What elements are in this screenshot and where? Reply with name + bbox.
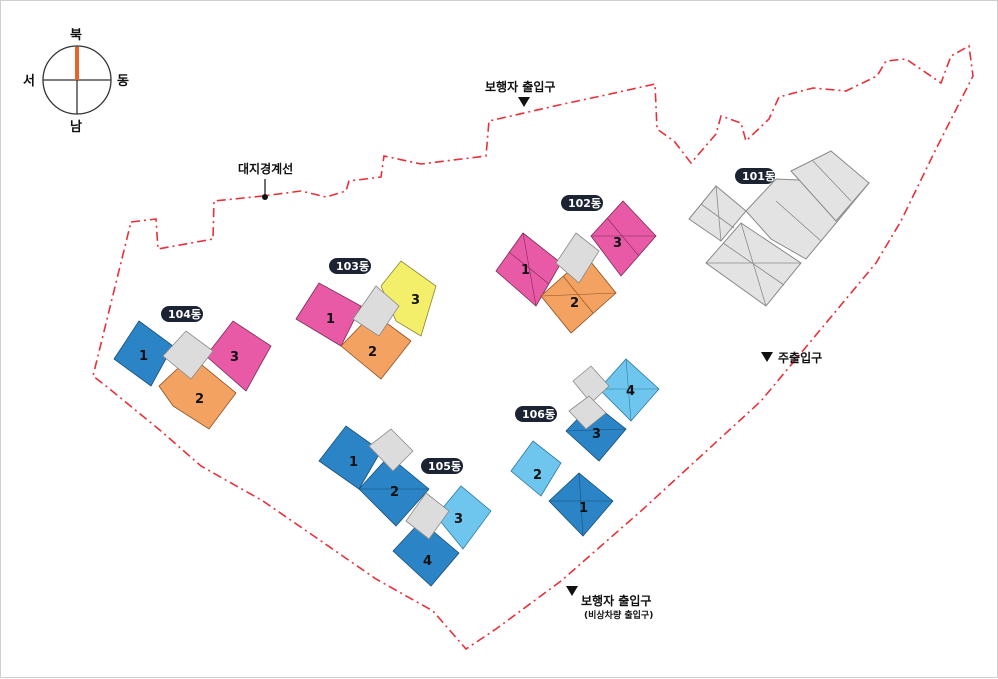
building-102: 1 2 3 102동 bbox=[495, 195, 657, 334]
building-103-unit-2: 2 bbox=[368, 345, 377, 360]
building-105: 1 2 3 4 105동 bbox=[318, 425, 492, 587]
building-103-unit-1: 1 bbox=[326, 312, 335, 327]
entrance-pedestrian-top-label: 보행자 출입구 bbox=[485, 79, 555, 94]
boundary-marker-dot bbox=[262, 194, 268, 200]
building-103-tag bbox=[329, 258, 371, 274]
core bbox=[352, 285, 400, 337]
building-106-unit-1: 1 bbox=[579, 501, 588, 516]
compass: 북 남 동 서 bbox=[23, 28, 129, 135]
entrance-pedestrian-bottom-sub: (비상차량 출입구) bbox=[584, 609, 653, 621]
building-104-unit-1: 1 bbox=[139, 349, 148, 364]
building-106-unit-3: 3 bbox=[592, 427, 601, 442]
building-104: 1 2 3 104동 bbox=[113, 306, 272, 430]
building-102-tag bbox=[561, 195, 603, 211]
building-106-unit-2: 2 bbox=[533, 468, 542, 483]
building-101-tag bbox=[735, 168, 775, 184]
core bbox=[568, 395, 607, 430]
core bbox=[572, 365, 610, 404]
core bbox=[405, 492, 450, 540]
building-104-unit-2: 2 bbox=[195, 392, 204, 407]
building-101: 101동 bbox=[688, 150, 871, 307]
building-105-unit-3: 3 bbox=[454, 512, 463, 527]
entrance-arrow-icon bbox=[518, 97, 530, 107]
core bbox=[368, 428, 414, 472]
building-106-unit-4: 4 bbox=[626, 384, 635, 399]
site-boundary bbox=[92, 44, 974, 651]
core bbox=[555, 232, 600, 284]
building-105-unit-2: 2 bbox=[390, 485, 399, 500]
entrance-arrow-icon bbox=[566, 586, 578, 596]
building-102-unit-1: 1 bbox=[521, 263, 530, 278]
building-104-tag-text: 104동 bbox=[168, 308, 201, 321]
building-104-unit-3: 3 bbox=[230, 350, 239, 365]
building-104-tag bbox=[161, 306, 203, 322]
entrance-pedestrian-top: 보행자 출입구 bbox=[485, 79, 555, 107]
building-105-unit-1: 1 bbox=[349, 455, 358, 470]
building-105-unit-4: 4 bbox=[423, 554, 432, 569]
boundary-label: 대지경계선 bbox=[238, 161, 293, 176]
entrance-main-label: 주출입구 bbox=[778, 350, 822, 365]
building-106-tag bbox=[515, 406, 557, 422]
building-105-tag bbox=[421, 458, 463, 474]
building-105-tag-text: 105동 bbox=[428, 460, 461, 473]
building-103-tag-text: 103동 bbox=[336, 260, 369, 273]
building-106: 2 1 3 4 106동 bbox=[510, 358, 660, 537]
building-106-tag-text: 106동 bbox=[522, 408, 555, 421]
boundary-label-group: 대지경계선 bbox=[238, 161, 293, 200]
building-102-unit-3: 3 bbox=[613, 236, 622, 251]
building-103: 1 2 3 103동 bbox=[295, 258, 437, 380]
entrance-main: 주출입구 bbox=[761, 350, 822, 365]
compass-north: 북 bbox=[70, 28, 82, 43]
building-102-tag-text: 102동 bbox=[568, 197, 601, 210]
building-101-tag-text: 101동 bbox=[742, 170, 775, 183]
compass-east: 동 bbox=[117, 74, 129, 89]
compass-west: 서 bbox=[23, 74, 35, 89]
entrance-arrow-icon bbox=[761, 352, 773, 362]
building-103-unit-3: 3 bbox=[411, 293, 420, 308]
building-102-unit-2: 2 bbox=[570, 296, 579, 311]
entrance-pedestrian-bottom: 보행자 출입구 (비상차량 출입구) bbox=[566, 586, 653, 621]
core bbox=[162, 330, 214, 380]
entrance-pedestrian-bottom-label: 보행자 출입구 bbox=[581, 593, 651, 608]
compass-south: 남 bbox=[70, 119, 82, 135]
